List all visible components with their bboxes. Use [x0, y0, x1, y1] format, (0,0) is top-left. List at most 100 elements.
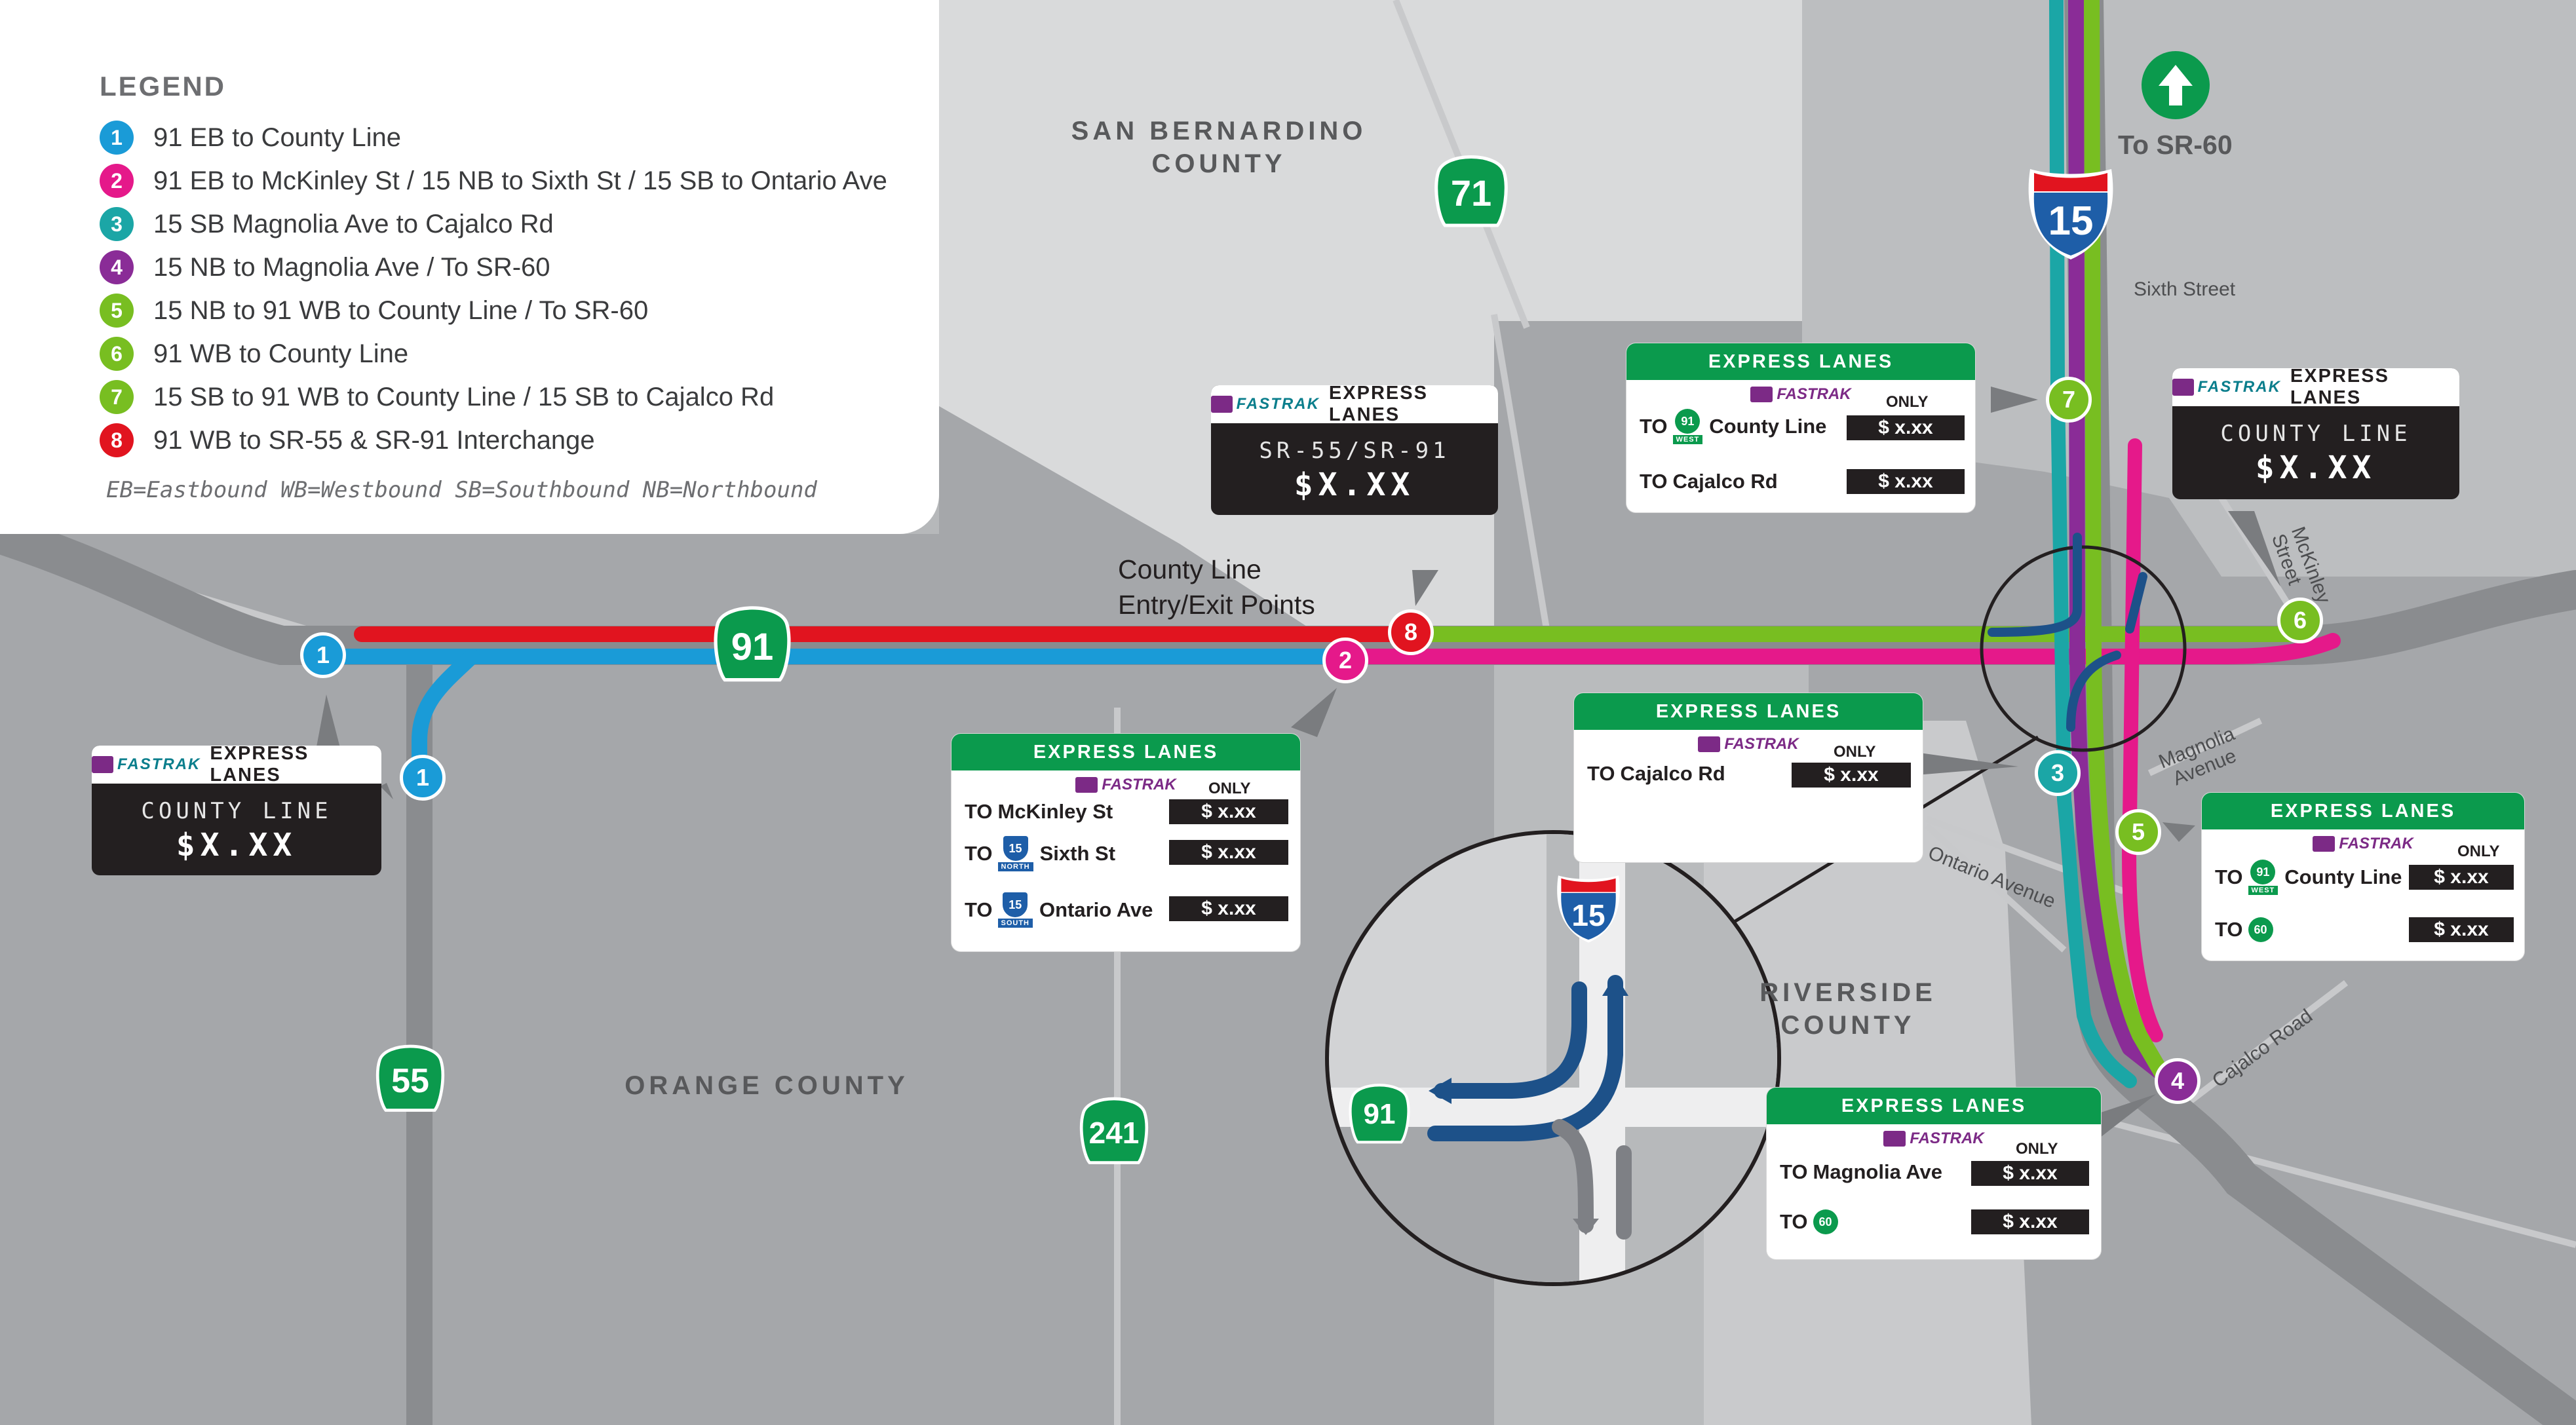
sign-row: TO 91 WEST County Line — [1640, 409, 1827, 444]
to-label: TO — [965, 842, 993, 865]
fastrak-logo-icon — [92, 756, 114, 773]
destination: McKinley St — [997, 800, 1113, 823]
sign-destination: COUNTY LINE — [2220, 421, 2412, 447]
shield-number: 91 — [1363, 1098, 1396, 1130]
to-label: TO — [2215, 865, 2243, 888]
fastrak-brand: FASTRAK — [1724, 735, 1799, 753]
price-box: $ x.xx — [1847, 415, 1965, 440]
price-sign-cajalco: EXPRESS LANES FASTRAK ONLY TO Cajalco Rd… — [1574, 693, 1923, 862]
entry-point-marker-8[interactable]: 8 — [1388, 609, 1434, 655]
sr91-west-shield-icon: 91 WEST — [1672, 409, 1703, 444]
legend-item-8: 8 91 WB to SR-55 & SR-91 Interchange — [100, 421, 595, 460]
price-sign-mckinley: EXPRESS LANES FASTRAK ONLY TO McKinley S… — [952, 734, 1300, 951]
sign-brand: FASTRAK — [1574, 734, 1923, 755]
sign-price: $X.XX — [2255, 449, 2377, 486]
entry-point-marker-1a[interactable]: 1 — [300, 632, 346, 678]
fastrak-brand: FASTRAK — [1102, 776, 1176, 793]
sign-title: EXPRESS LANES — [2202, 793, 2524, 829]
legend-item-6: 6 91 WB to County Line — [100, 334, 408, 373]
sign-brand: FASTRAK — [1626, 384, 1975, 405]
sr91-west-shield-icon: 91 WEST — [2248, 860, 2278, 895]
shield-number: 60 — [1813, 1209, 1838, 1234]
inset-i15-shield-icon: 15 — [1554, 871, 1623, 945]
shield-direction: WEST — [2248, 886, 2278, 895]
sign-price: $X.XX — [1294, 466, 1415, 503]
legend-label: 15 SB to 91 WB to County Line / 15 SB to… — [153, 382, 775, 411]
only-label: ONLY — [1886, 393, 1929, 411]
entry-point-marker-4[interactable]: 4 — [2155, 1058, 2201, 1104]
to-label: TO — [1780, 1160, 1808, 1183]
legend-item-3: 3 15 SB Magnolia Ave to Cajalco Rd — [100, 204, 554, 244]
fastrak-logo-icon — [2172, 379, 2194, 396]
destination: Sixth St — [1039, 842, 1116, 865]
legend-marker-2: 2 — [100, 164, 134, 198]
shield-number: 91 — [1675, 409, 1701, 434]
fastrak-brand: FASTRAK — [1910, 1130, 1984, 1147]
sign-brand: FASTRAK — [952, 774, 1300, 795]
to-label: TO — [965, 898, 993, 921]
legend-title: LEGEND — [100, 71, 227, 102]
price-box: $ x.xx — [1971, 1161, 2089, 1186]
destination: Magnolia Ave — [1813, 1160, 1943, 1183]
sign-title: EXPRESS LANES — [210, 746, 309, 786]
i15-shield-icon: 15 — [2025, 164, 2117, 262]
sign-header: FASTRAK EXPRESS LANES — [1211, 385, 1498, 425]
legend-label: 91 EB to McKinley St / 15 NB to Sixth St… — [153, 166, 887, 195]
sign-row: TO 60 — [1780, 1207, 1845, 1237]
shield-number: 15 — [1571, 898, 1605, 932]
shield-number: 91 — [731, 626, 774, 668]
legend-item-5: 5 15 NB to 91 WB to County Line / To SR-… — [100, 291, 648, 330]
legend-label: 15 NB to 91 WB to County Line / To SR-60 — [153, 295, 649, 325]
legend-panel: LEGEND 1 91 EB to County Line 2 91 EB to… — [0, 0, 939, 534]
legend-label: 15 NB to Magnolia Ave / To SR-60 — [153, 252, 550, 282]
i15-south-shield-icon: 15 SOUTH — [997, 892, 1033, 928]
sign-row: TO Cajalco Rd — [1587, 759, 1725, 789]
destination: County Line — [1709, 415, 1827, 438]
fastrak-brand: FASTRAK — [2339, 835, 2413, 852]
to-label: TO — [1587, 762, 1615, 785]
sign-row: TO 60 — [2215, 915, 2280, 945]
legend-item-1: 1 91 EB to County Line — [100, 118, 401, 157]
sign-row: TO 15 SOUTH Ontario Ave — [965, 892, 1153, 928]
toll-sign-sr55-sr91: FASTRAK EXPRESS LANES SR-55/SR-91 $X.XX — [1211, 385, 1498, 515]
sr91-shield-icon: 91 — [711, 603, 794, 685]
entry-point-marker-6[interactable]: 6 — [2277, 598, 2323, 643]
fastrak-logo-icon — [1698, 736, 1721, 752]
fastrak-brand: FASTRAK — [2197, 378, 2281, 396]
legend-item-7: 7 15 SB to 91 WB to County Line / 15 SB … — [100, 377, 774, 417]
legend-marker-6: 6 — [100, 337, 134, 371]
to-label: TO — [1640, 415, 1668, 438]
sign-title: EXPRESS LANES — [952, 734, 1300, 770]
sign-row: TO McKinley St — [965, 797, 1113, 827]
legend-item-2: 2 91 EB to McKinley St / 15 NB to Sixth … — [100, 161, 887, 200]
only-label: ONLY — [1834, 743, 1876, 761]
county-line1: SAN BERNARDINO — [1071, 117, 1367, 145]
toll-sign-county-line-west: FASTRAK EXPRESS LANES COUNTY LINE $X.XX — [92, 746, 381, 875]
entry-point-marker-1b[interactable]: 1 — [400, 755, 446, 801]
entry-point-marker-7[interactable]: 7 — [2046, 377, 2092, 423]
legend-label: 15 SB Magnolia Ave to Cajalco Rd — [153, 209, 554, 238]
price-box: $ x.xx — [2409, 917, 2514, 942]
price-sign-nb15: EXPRESS LANES FASTRAK ONLY TO 91 WEST Co… — [2202, 793, 2524, 960]
sign-row: TO 15 NORTH Sixth St — [965, 836, 1116, 871]
only-label: ONLY — [2016, 1140, 2058, 1158]
price-box: $ x.xx — [1169, 896, 1288, 921]
sign-row: TO 91 WEST County Line — [2215, 860, 2402, 895]
entry-point-marker-3[interactable]: 3 — [2035, 750, 2081, 796]
sign-header: FASTRAK EXPRESS LANES — [92, 746, 381, 786]
destination: Cajalco Rd — [1620, 762, 1725, 785]
shield-number: 55 — [391, 1062, 429, 1100]
fastrak-logo-icon — [1750, 387, 1773, 402]
sign-row: TO Magnolia Ave — [1780, 1157, 1942, 1187]
shield-number: 15 — [1003, 892, 1028, 917]
entry-point-marker-5[interactable]: 5 — [2115, 809, 2161, 855]
to-label: TO — [965, 800, 993, 823]
entry-point-marker-2[interactable]: 2 — [1322, 637, 1368, 683]
sign-title: EXPRESS LANES — [1626, 343, 1975, 380]
price-box: $ x.xx — [1792, 763, 1911, 788]
legend-item-4: 4 15 NB to Magnolia Ave / To SR-60 — [100, 248, 550, 287]
county-label-san-bernardino: SAN BERNARDINO COUNTY — [1062, 115, 1376, 180]
inset-sr91-shield-icon: 91 — [1347, 1081, 1412, 1147]
shield-number: 71 — [1450, 172, 1492, 214]
sr60-shield-icon: 60 — [2248, 917, 2273, 942]
